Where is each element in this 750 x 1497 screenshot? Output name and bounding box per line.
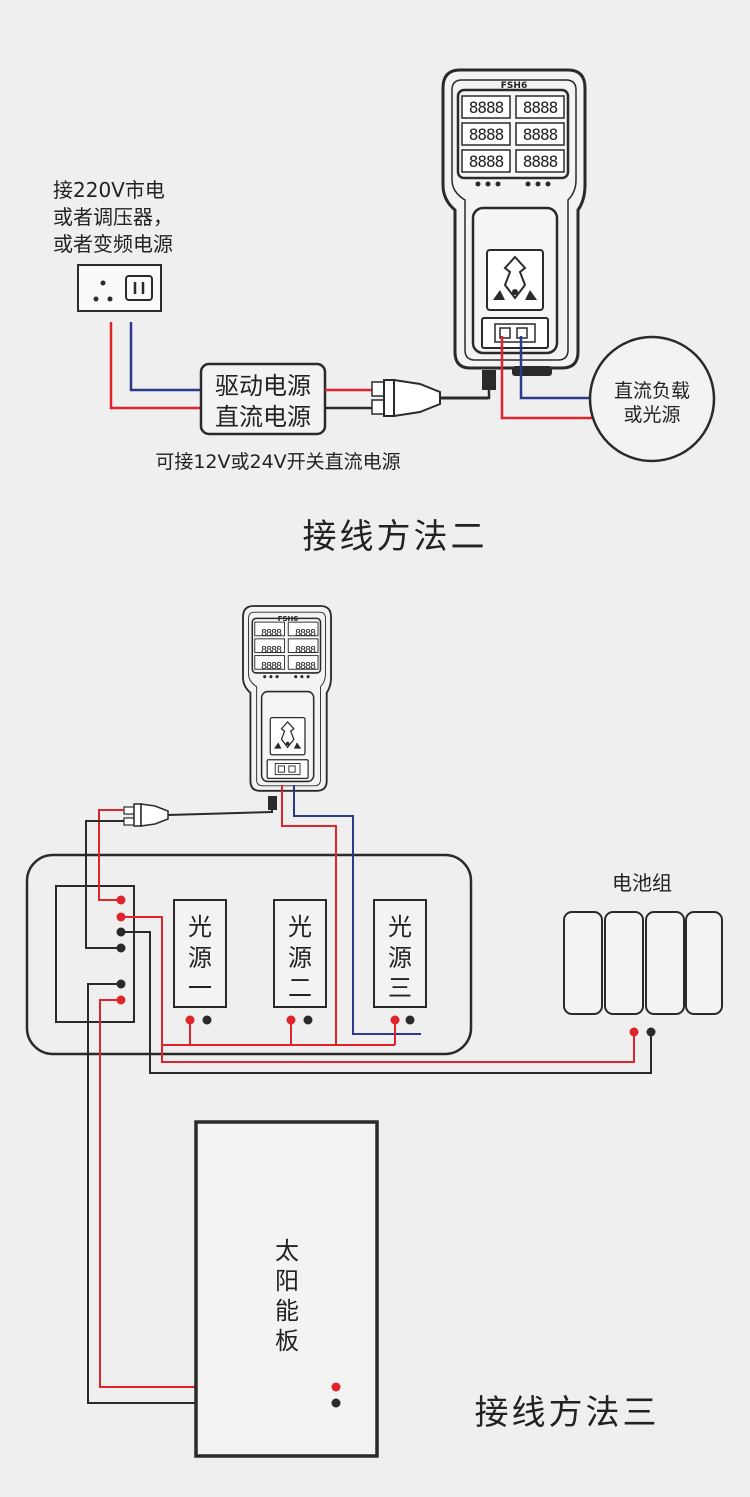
solar-char4: 板	[275, 1327, 299, 1355]
display-small-5: 8888	[261, 661, 282, 672]
light3-char2: 源	[388, 944, 412, 972]
light3-char1: 光	[388, 913, 412, 941]
display-1: 8888	[469, 98, 504, 117]
display-6: 8888	[523, 152, 558, 171]
controller-enclosure	[25, 853, 473, 1056]
controller-terminal-block	[55, 885, 135, 1023]
light-source-two: 光 源 二	[273, 899, 327, 1025]
light-source-three: 光 源 三	[373, 899, 427, 1025]
dc-load-circle: 直流负载 或光源	[588, 335, 716, 463]
light-source-one: 光 源 一	[173, 899, 227, 1025]
fsh6-meter-device: FSH6 8888 8888 8888 8888 8888 8888	[440, 68, 587, 400]
battery-label: 电池组	[612, 871, 672, 895]
display-3: 8888	[469, 125, 504, 144]
display-small-2: 8888	[295, 628, 316, 639]
driver-box-line1: 驱动电源	[215, 372, 311, 400]
light2-char1: 光	[288, 913, 312, 941]
plug-icon	[371, 378, 488, 418]
display-small-4: 8888	[295, 645, 316, 656]
method-three-title: 接线方法三	[475, 1393, 660, 1433]
solar-char3: 能	[275, 1297, 299, 1325]
method-two-diagram: 接220V市电 或者调压器， 或者变频电源 驱动电源 直流电源 可接12V或24…	[53, 68, 716, 557]
solar-char1: 太	[275, 1237, 299, 1265]
plug-icon-small	[123, 803, 273, 827]
battery-pack: 电池组	[563, 871, 723, 1037]
driver-note: 可接12V或24V开关直流电源	[155, 451, 400, 473]
solar-char2: 阳	[275, 1267, 299, 1295]
light2-char3: 二	[288, 974, 312, 1002]
display-small-1: 8888	[261, 628, 282, 639]
light1-char2: 源	[188, 944, 212, 972]
device-label: FSH6	[501, 81, 527, 91]
driver-box-line2: 直流电源	[215, 403, 311, 431]
load-line1: 直流负载	[614, 380, 690, 402]
light1-char1: 光	[188, 913, 212, 941]
method-three-diagram: FSH6 8888 8888 8888 8888 8888 8888	[25, 605, 723, 1458]
display-4: 8888	[523, 125, 558, 144]
wall-socket-icon	[77, 264, 162, 312]
device-label-small: FSH6	[278, 615, 299, 623]
mains-note-line2: 或者调压器，	[53, 205, 173, 229]
display-5: 8888	[469, 152, 504, 171]
display-small-6: 8888	[295, 661, 316, 672]
light3-char3: 三	[388, 974, 412, 1002]
display-2: 8888	[523, 98, 558, 117]
light2-char2: 源	[288, 944, 312, 972]
mains-note-line3: 或者变频电源	[53, 232, 173, 256]
mains-note-line1: 接220V市电	[53, 178, 165, 202]
driver-power-box: 驱动电源 直流电源	[199, 362, 327, 436]
method-two-title: 接线方法二	[303, 517, 488, 557]
fsh6-meter-device-small: FSH6 8888 8888 8888 8888 8888 8888	[242, 605, 332, 810]
solar-panel: 太 阳 能 板	[194, 1120, 379, 1458]
display-small-3: 8888	[261, 645, 282, 656]
light1-char3: 一	[188, 974, 212, 1002]
load-line2: 或光源	[623, 404, 680, 426]
